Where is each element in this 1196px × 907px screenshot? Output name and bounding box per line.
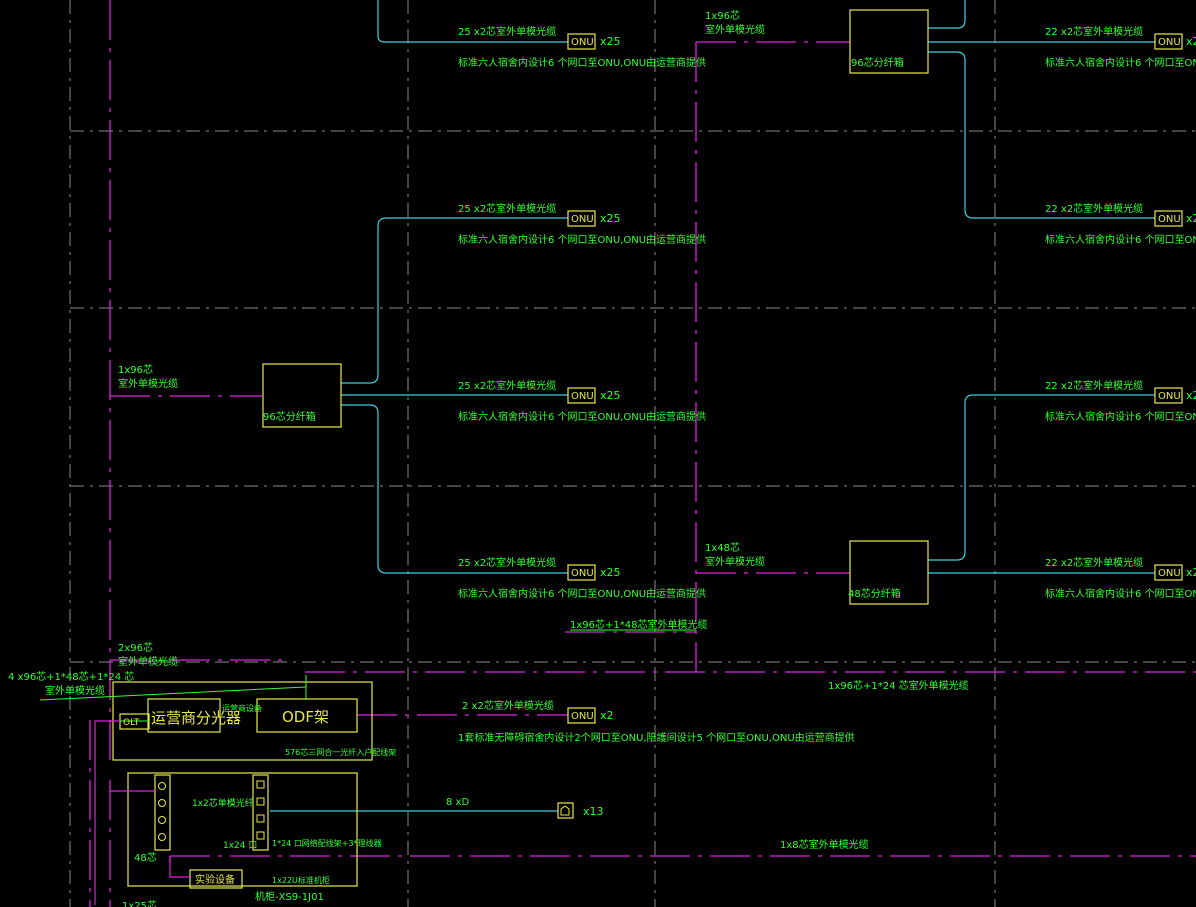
- odf-note: 576芯三网合一光纤入户配线架: [285, 747, 396, 757]
- onu-count: x2: [1186, 212, 1196, 225]
- onu-label: ONU: [571, 568, 594, 579]
- onu-label: ONU: [571, 711, 594, 722]
- patch-panel: [252, 774, 269, 851]
- cable-label: 25 x2芯室外单模光缆: [458, 379, 556, 392]
- room-note: 标准六人宿舍内设计6 个网口至ONU,ONU由运营商提供: [458, 410, 706, 423]
- cable-label: 2 x2芯室外单模光缆: [462, 699, 554, 712]
- room-note: 标准六人宿舍内设计6 个网口至ONU,ONU由运营商提供: [458, 233, 706, 246]
- feed-label: 室外单模光缆: [118, 377, 178, 390]
- room-note: 标准六人宿舍内设计6 个网口至ONU,ONU由运营商提供: [1045, 410, 1196, 423]
- cable-label: 25 x2芯室外单模光缆: [458, 556, 556, 569]
- fiber-lines: [270, 0, 1155, 812]
- room-note: 标准六人宿舍内设计6 个网口至ONU,ONU由运营商提供: [458, 56, 706, 69]
- data-cable-label: 8 xD: [446, 797, 469, 808]
- cabinet-type-label: 1x22U标准机柜: [272, 875, 330, 885]
- onu-label: ONU: [571, 37, 594, 48]
- carrier-splitter-box: [147, 698, 221, 733]
- onu-count: x25: [600, 35, 621, 48]
- odf-label: ODF架: [282, 708, 329, 726]
- outlet-box: [557, 802, 574, 819]
- feed-label: 室外单模光缆: [45, 684, 105, 697]
- onu-label: ONU: [1158, 391, 1181, 402]
- room-note: 标准六人宿舍内设计6 个网口至ONU,ONU由运营商提供: [1045, 233, 1196, 246]
- feed-label: 2x96芯: [118, 641, 153, 654]
- fiber-panel-ports: [158, 780, 265, 841]
- room-note: 标准六人宿舍内设计6 个网口至ONU,ONU由运营商提供: [1045, 587, 1196, 600]
- room-links: [39, 629, 696, 722]
- fiber-count-label: 48芯: [134, 851, 157, 864]
- cable-label: 22 x2芯室外单模光缆: [1045, 379, 1143, 392]
- equipment-boxes: [112, 9, 1183, 889]
- olt-label: OLT: [123, 718, 140, 728]
- splitter-label: 96芯分纤箱: [263, 410, 316, 423]
- odf-box: [256, 698, 358, 733]
- onu-label: ONU: [1158, 568, 1181, 579]
- onu-count: x25: [600, 212, 621, 225]
- onu-box: [567, 210, 596, 227]
- cable-label: 25 x2芯室外单模光缆: [458, 25, 556, 38]
- splitter-48-box: [849, 540, 929, 605]
- onu-count: x25: [600, 389, 621, 402]
- feed-label: 室外单模光缆: [118, 655, 178, 668]
- room-note: 标准六人宿舍内设计6 个网口至ONU,ONU由运营商提供: [1045, 56, 1196, 69]
- carrier-splitter-label: 运营商分光器: [151, 709, 241, 727]
- splitter-96-box-top: [849, 9, 929, 74]
- outlet-count: x13: [583, 805, 604, 818]
- carrier-equipment-label: 运营商设备: [222, 703, 262, 713]
- splitter-96-box-left: [262, 363, 342, 428]
- onu-label: ONU: [1158, 37, 1181, 48]
- onu-box: [1154, 564, 1183, 581]
- feed-label: 1x48芯: [705, 541, 740, 554]
- cabinet-id-label: 机柜-XS9-1J01: [255, 890, 324, 903]
- bottom-label: 1x25芯: [122, 899, 157, 907]
- patch-label: 1x24 口: [223, 841, 257, 851]
- cable-label: 22 x2芯室外单模光缆: [1045, 556, 1143, 569]
- cable-label: 1x8芯室外单模光缆: [780, 838, 869, 851]
- onu-box: [567, 707, 596, 724]
- onu-count: x2: [600, 709, 614, 722]
- network-outlet-icon: [560, 805, 570, 816]
- room-note: 1套标准无障碍宿舍内设计2个网口至ONU,陪護间设计5 个网口至ONU,ONU由…: [458, 731, 855, 744]
- feed-label: 室外单模光缆: [705, 23, 765, 36]
- test-equipment-label: 实验设备: [195, 873, 235, 886]
- onu-box: [1154, 33, 1183, 50]
- patch-label: 1*24 口网络配线架+3*理线器: [272, 838, 382, 848]
- feed-label: 4 x96芯+1*48芯+1*24 芯: [8, 670, 134, 683]
- onu-count: x2: [1186, 566, 1196, 579]
- onu-label: ONU: [1158, 214, 1181, 225]
- onu-count: x2: [1186, 389, 1196, 402]
- onu-label: ONU: [571, 391, 594, 402]
- cable-label: 25 x2芯室外单模光缆: [458, 202, 556, 215]
- onu-count: x25: [600, 566, 621, 579]
- fiber-panel: [154, 774, 171, 851]
- feed-label: 1x96芯: [118, 363, 153, 376]
- onu-box: [567, 564, 596, 581]
- feed-label: 室外单模光缆: [705, 555, 765, 568]
- splitter-label: 48芯分纤箱: [848, 587, 901, 600]
- onu-box: [567, 387, 596, 404]
- cable-lines: [89, 0, 1196, 907]
- feed-label: 1x96芯: [705, 9, 740, 22]
- patch-label: 1x2芯单模光纤: [192, 797, 254, 809]
- onu-box: [567, 33, 596, 50]
- onu-count: x2: [1186, 35, 1196, 48]
- cable-label: 22 x2芯室外单模光缆: [1045, 202, 1143, 215]
- splitter-label: 96芯分纤箱: [851, 56, 904, 69]
- test-equipment-box: [189, 869, 243, 889]
- room-note: 标准六人宿舍内设计6 个网口至ONU,ONU由运营商提供: [458, 587, 706, 600]
- onu-label: ONU: [571, 214, 594, 225]
- trunk-label: 1x96芯+1*48芯室外单模光缆: [570, 618, 707, 631]
- onu-box: [1154, 210, 1183, 227]
- cable-label: 22 x2芯室外单模光缆: [1045, 25, 1143, 38]
- onu-box: [1154, 387, 1183, 404]
- room-links-magenta: [94, 720, 191, 905]
- trunk-label: 1x96芯+1*24 芯室外单模光缆: [828, 679, 969, 692]
- grid-lines: [69, 0, 1196, 907]
